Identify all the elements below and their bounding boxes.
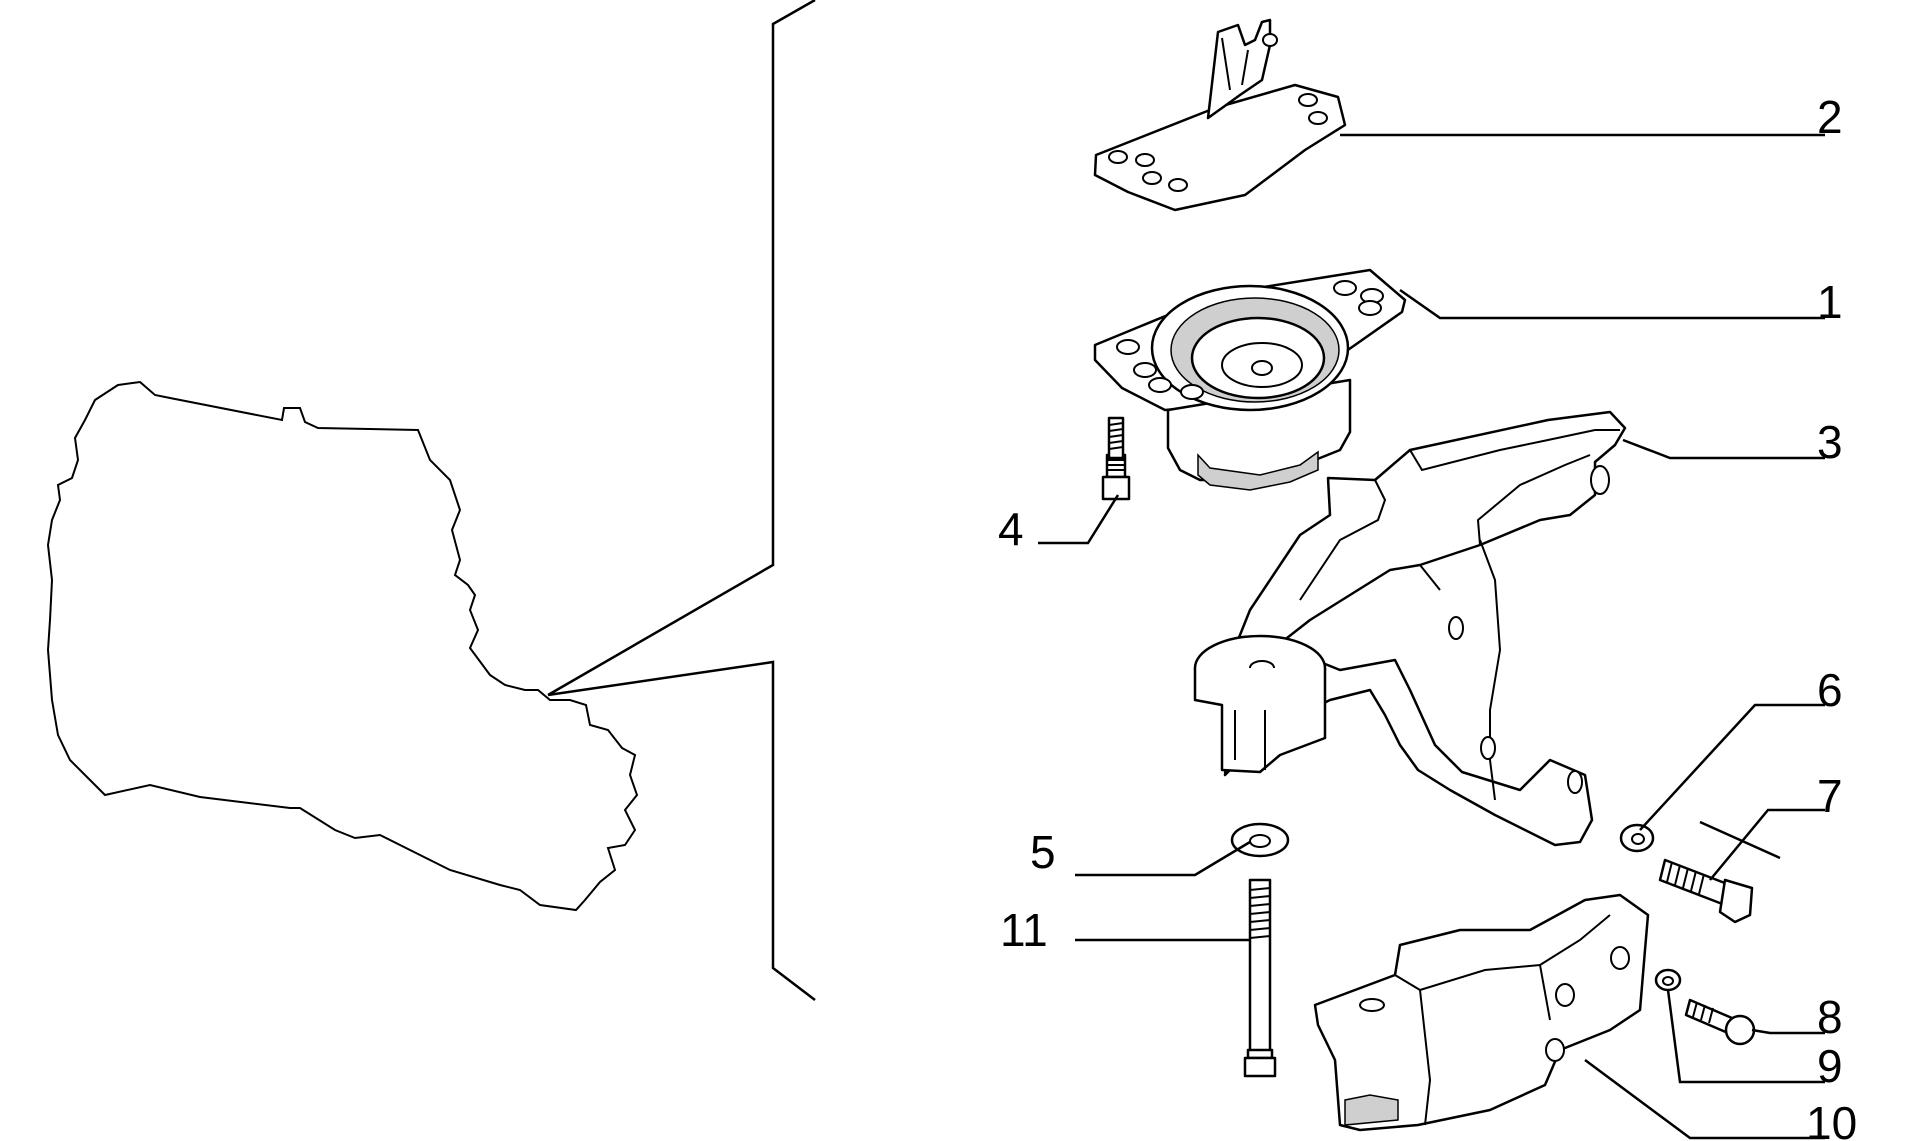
callout-6: 6 [1817, 664, 1843, 716]
part-3-support-arm [1193, 410, 1627, 847]
callout-1: 1 [1817, 276, 1843, 328]
callout-9: 9 [1817, 1040, 1843, 1092]
callout-10: 10 [1806, 1097, 1857, 1141]
part-6-nut [1619, 823, 1655, 853]
part-7-bolt [1658, 858, 1754, 924]
gearbox-outline [46, 380, 639, 912]
part-2-upper-bracket-plate [1093, 18, 1347, 212]
callout-8: 8 [1817, 991, 1843, 1043]
part-11-long-bolt [1243, 878, 1277, 1078]
part-5-washer [1230, 822, 1290, 858]
leader-lines [1038, 133, 1825, 1140]
callout-11: 11 [1000, 904, 1048, 956]
callout-4: 4 [998, 503, 1024, 555]
part-10-lower-bracket [1313, 893, 1650, 1132]
callout-2: 2 [1817, 91, 1843, 143]
callout-7: 7 [1817, 770, 1843, 822]
part-8-bolt [1684, 998, 1756, 1046]
callout-3: 3 [1817, 416, 1843, 468]
part-1-engine-mount-cup [1093, 268, 1407, 491]
zoom-callout-lines [547, 0, 816, 1001]
part-4-bolt [1101, 416, 1131, 501]
callout-5: 5 [1030, 826, 1056, 878]
part-9-nut [1654, 968, 1682, 992]
